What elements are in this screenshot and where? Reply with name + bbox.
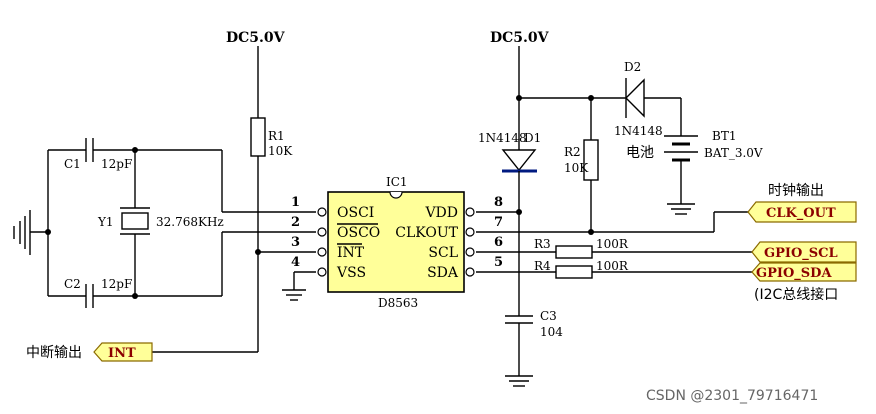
resistor-r3 — [555, 245, 593, 259]
resistor-r4 — [555, 265, 593, 279]
pin-number-6: 6 — [494, 235, 503, 250]
pin-number-5: 5 — [494, 255, 503, 270]
diode-d1 — [501, 149, 537, 172]
net-label-gpio-sda: GPIO_SDA — [756, 266, 832, 281]
pin-name-osci: OSCI — [337, 205, 374, 221]
pin-number-4: 4 — [291, 255, 300, 270]
pin-name-vss: VSS — [336, 265, 366, 281]
pin-number-3: 3 — [291, 235, 300, 250]
pin-vss — [317, 267, 327, 277]
r1-ref: R1 — [268, 129, 285, 143]
power-label-right: DC5.0V — [490, 30, 550, 46]
annotation-clock-out: 时钟输出 — [768, 182, 824, 199]
resistor-r1 — [250, 117, 266, 157]
pin-name-osco: OSCO — [337, 225, 380, 241]
pin-scl — [465, 247, 475, 257]
c2-ref: C2 — [64, 277, 81, 291]
pin-sda — [465, 267, 475, 277]
pin-number-8: 8 — [494, 195, 503, 210]
watermark: CSDN @2301_79716471 — [646, 388, 818, 404]
c2-value: 12pF — [101, 277, 132, 291]
c3-value: 104 — [540, 325, 563, 339]
annotation-i2c-bus: (I2C总线接口 — [754, 286, 838, 303]
c3-ref: C3 — [540, 309, 557, 323]
r2-value: 10K — [564, 161, 589, 175]
pin-osco — [317, 227, 327, 237]
bt1-value: BAT_3.0V — [704, 146, 763, 160]
r4-value: 100R — [596, 259, 629, 273]
net-tag-int — [93, 342, 153, 362]
net-tag-gpio-scl — [751, 241, 857, 263]
chip-body — [327, 191, 465, 293]
d2-ref: D2 — [624, 60, 641, 74]
c1-value: 12pF — [101, 157, 132, 171]
net-tag-clk-out — [747, 201, 857, 223]
annotation-interrupt-out: 中断输出 — [26, 345, 82, 361]
chip-ref: IC1 — [386, 175, 408, 189]
d1-ref: D1 — [524, 131, 541, 145]
r1-value: 10K — [268, 144, 293, 158]
d1-value: 1N4148 — [478, 131, 527, 145]
net-label-int: INT — [108, 346, 136, 361]
pin-number-2: 2 — [291, 215, 300, 230]
pin-name-clkout: CLKOUT — [395, 225, 458, 241]
net-label-gpio-scl: GPIO_SCL — [764, 246, 838, 261]
power-label-left: DC5.0V — [226, 30, 286, 46]
pin-number-1: 1 — [291, 195, 300, 210]
r3-value: 100R — [596, 237, 629, 251]
pin-name-vdd: VDD — [424, 205, 458, 221]
pin-osci — [317, 207, 327, 217]
y1-value: 32.768KHz — [156, 215, 224, 229]
r3-ref: R3 — [534, 237, 551, 251]
r2-ref: R2 — [564, 145, 581, 159]
crystal-y1 — [121, 212, 149, 230]
net-label-clk-out: CLK_OUT — [766, 206, 836, 221]
pin-int — [317, 247, 327, 257]
pin-name-sda: SDA — [427, 265, 459, 281]
pin-clkout — [465, 227, 475, 237]
d2-value: 1N4148 — [614, 124, 663, 138]
bt1-desc: 电池 — [626, 145, 654, 161]
r4-ref: R4 — [534, 259, 551, 273]
pin-name-int: INT — [337, 245, 365, 261]
bt1-ref: BT1 — [712, 129, 736, 143]
c1-ref: C1 — [64, 157, 81, 171]
junction-vdd — [516, 209, 522, 215]
diode-d2 — [625, 78, 645, 118]
chip-part: D8563 — [378, 296, 418, 310]
y1-ref: Y1 — [97, 215, 114, 229]
pin-name-scl: SCL — [428, 245, 458, 261]
net-tag-gpio-sda — [751, 262, 857, 282]
pin-vdd — [465, 207, 475, 217]
pin-number-7: 7 — [494, 215, 503, 230]
chip-notch — [389, 191, 403, 199]
